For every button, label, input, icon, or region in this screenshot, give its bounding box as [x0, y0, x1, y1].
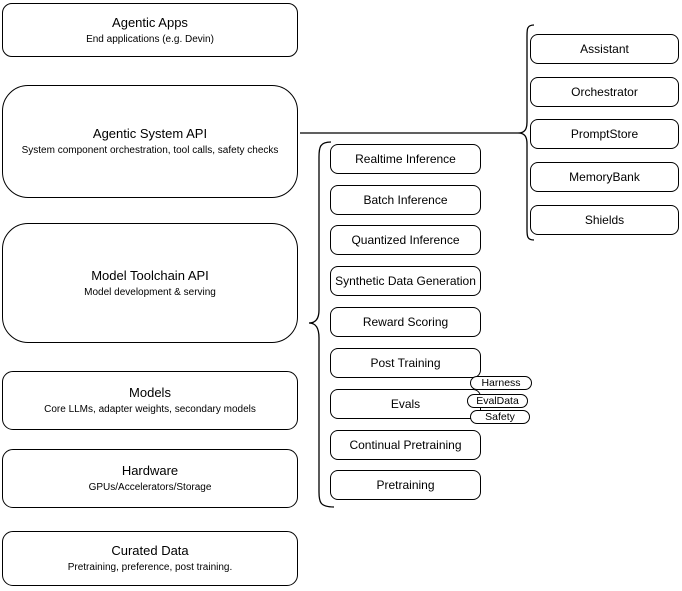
node-title: Curated Data	[111, 543, 189, 558]
node-agentic-apps: Agentic Apps End applications (e.g. Devi…	[2, 3, 298, 57]
node-batch-inference: Batch Inference	[330, 185, 481, 215]
node-hardware: Hardware GPUs/Accelerators/Storage	[2, 449, 298, 508]
node-memorybank: MemoryBank	[530, 162, 679, 192]
node-subtitle: GPUs/Accelerators/Storage	[88, 482, 212, 493]
tag-evaldata: EvalData	[467, 394, 528, 408]
node-title: Models	[129, 385, 171, 400]
node-title: Model Toolchain API	[91, 267, 209, 283]
node-continual-pretraining: Continual Pretraining	[330, 430, 481, 460]
node-title: Agentic System API	[92, 126, 208, 141]
node-orchestrator: Orchestrator	[530, 77, 679, 107]
node-agentic-system-api: Agentic System API System component orch…	[2, 85, 298, 198]
brace-toolchain-group	[308, 141, 335, 508]
brace-system-group	[517, 24, 535, 241]
node-quantized-inference: Quantized Inference	[330, 225, 481, 255]
tag-safety: Safety	[470, 410, 530, 424]
node-curated-data: Curated Data Pretraining, preference, po…	[2, 531, 298, 586]
node-evals: Evals	[330, 389, 481, 419]
node-model-toolchain-api: Model Toolchain API Model development & …	[2, 223, 298, 343]
node-assistant: Assistant	[530, 34, 679, 64]
tag-harness: Harness	[470, 376, 532, 390]
node-pretraining: Pretraining	[330, 470, 481, 500]
node-subtitle: System component orchestration, tool cal…	[21, 145, 279, 156]
node-reward-scoring: Reward Scoring	[330, 307, 481, 337]
node-title: Hardware	[121, 463, 179, 478]
node-synthetic-data-generation: Synthetic Data Generation	[330, 266, 481, 296]
node-subtitle: Model development & serving	[84, 286, 216, 298]
node-models: Models Core LLMs, adapter weights, secon…	[2, 371, 298, 430]
node-post-training: Post Training	[330, 348, 481, 378]
node-title: Agentic Apps	[112, 14, 188, 30]
node-realtime-inference: Realtime Inference	[330, 144, 481, 174]
node-shields: Shields	[530, 205, 679, 235]
node-subtitle: Pretraining, preference, post training.	[67, 562, 233, 573]
node-subtitle: Core LLMs, adapter weights, secondary mo…	[44, 404, 256, 415]
node-subtitle: End applications (e.g. Devin)	[86, 33, 214, 45]
node-promptstore: PromptStore	[530, 119, 679, 149]
